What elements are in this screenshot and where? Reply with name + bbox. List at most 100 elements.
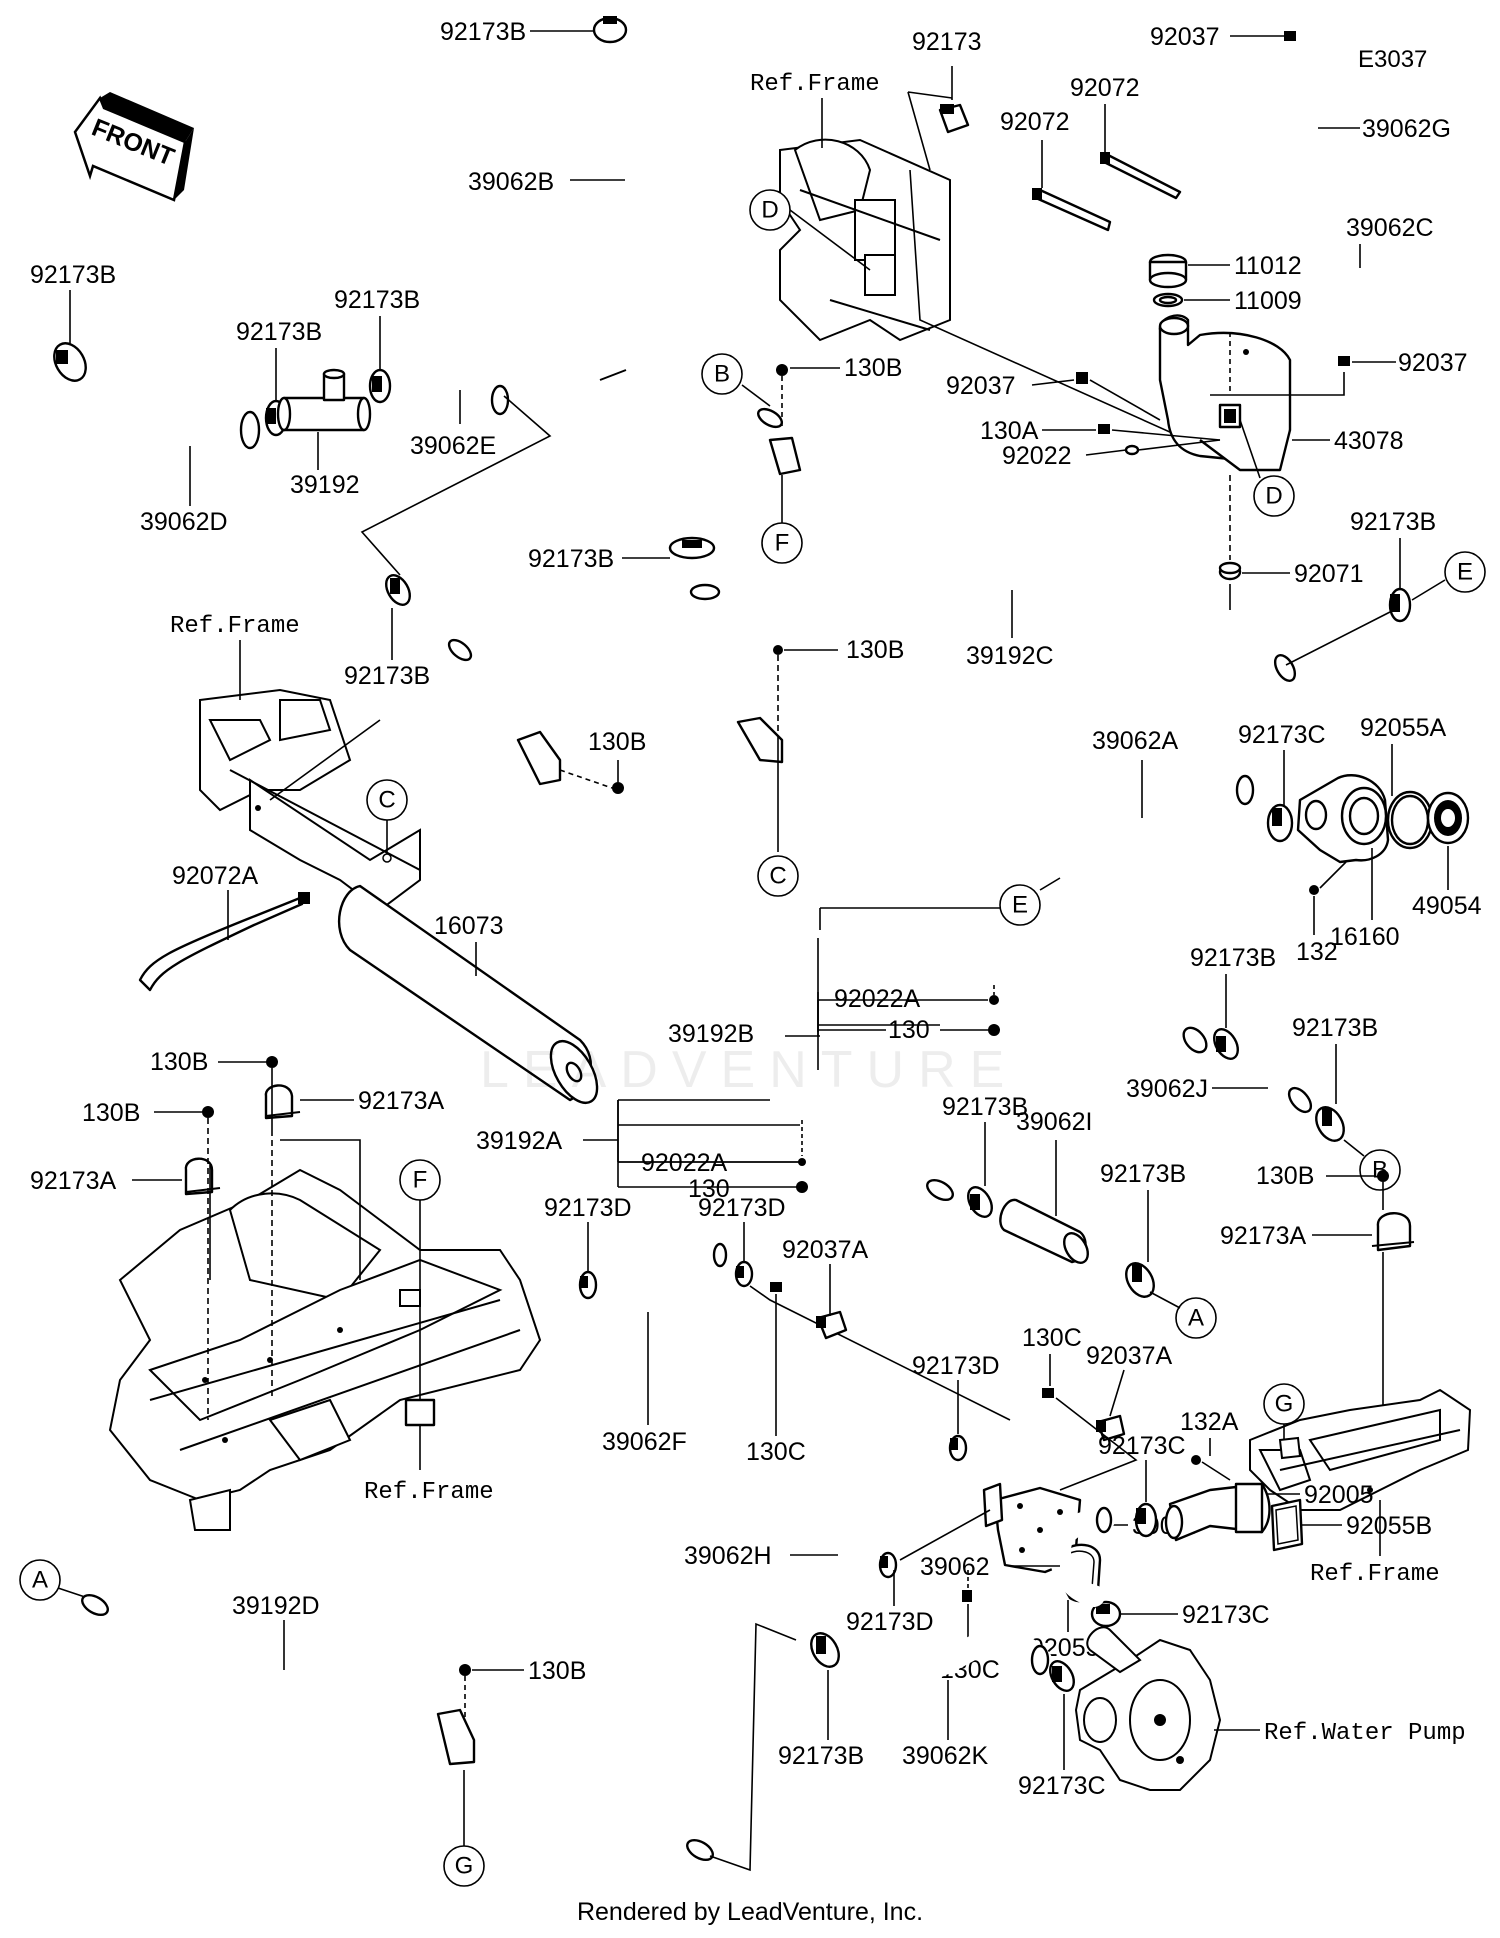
clamp-92173B-E[interactable] [1388,587,1412,623]
label-39192D: 39192D [232,1592,320,1620]
bolt-130B-right[interactable] [1377,1170,1389,1182]
hose-39062C[interactable] [1341,273,1378,353]
clamp-92173D-d[interactable] [878,1551,898,1579]
label-92037A-a: 92037A [782,1236,869,1264]
ref-frame-top [779,138,951,342]
svg-text:D: D [1265,483,1282,510]
svg-text:B: B [714,361,730,388]
svg-text:G: G [1275,1391,1294,1418]
clamp-92173B-mid[interactable] [668,536,716,560]
hose-39062A[interactable] [1047,774,1258,888]
oring-92055A[interactable] [1386,790,1434,850]
tube-39062G[interactable] [1053,38,1339,372]
washer-92022[interactable] [1124,444,1140,456]
label-130C-b: 130C [1022,1324,1082,1352]
cable-tie-92072-b[interactable] [1100,152,1182,200]
pipe-39192B[interactable] [689,582,1211,1057]
hose-39062I[interactable] [999,1198,1092,1267]
bolt-130B-mid[interactable] [773,645,783,740]
pipe-39192A[interactable] [446,636,957,1204]
label-92173C-bottom: 92173C [1018,1772,1106,1800]
label-39062B: 39062B [468,168,554,196]
thermostat-49054[interactable] [1426,791,1470,845]
clamp-92173B-left3[interactable] [368,368,392,404]
clamp-92173B-cen2[interactable] [1121,1258,1160,1301]
clamp-92173B-left[interactable] [48,338,92,387]
bolt-132A[interactable] [1191,1455,1201,1465]
clamp-92173A-left[interactable] [264,1084,301,1120]
bolt-130B-top[interactable] [776,364,788,376]
svg-text:A: A [32,1567,48,1594]
svg-text:F: F [413,1167,428,1194]
hose-39062F[interactable] [622,1237,730,1313]
label-ref-frame-left: Ref.Frame [170,613,300,640]
diagram-code: E3037 [1358,46,1428,73]
ref-frame-left [199,688,421,912]
grommet-92071[interactable] [1218,561,1242,581]
cable-tie-92072-a[interactable] [1032,188,1112,232]
clamp-92173A-right[interactable] [1371,1212,1415,1252]
bolt-130C-c[interactable] [962,1590,972,1602]
label-130B-right: 130B [1256,1162,1314,1190]
clamp-92173B-hose[interactable] [381,571,414,609]
label-92173B-cen: 92173B [942,1093,1028,1121]
reservoir-tank-43078[interactable] [1158,314,1292,472]
pipe-39192C[interactable] [755,405,1299,696]
hose-39062J[interactable] [1249,1049,1315,1116]
label-92005: 92005 [1304,1481,1374,1509]
bolt-130B-left2[interactable] [202,1106,214,1118]
pipe-39192D[interactable] [79,1591,716,1864]
housing-16160[interactable] [1296,774,1390,864]
label-39062G: 39062G [1362,115,1451,143]
hose-39062D[interactable] [92,368,268,456]
label-92173B-left2: 92173B [236,318,322,346]
hose-39062B[interactable] [563,35,703,523]
clamp-92173C-mid[interactable] [1134,1502,1158,1538]
hose-39062H[interactable] [827,1379,967,1578]
clamp-92173[interactable] [938,103,970,134]
elbow-92005[interactable] [1164,1482,1271,1542]
label-ref-frame-top: Ref.Frame [750,71,880,98]
label-92173C-b: 92173C [1182,1601,1270,1629]
clamp-92173B-right[interactable] [1209,1025,1242,1063]
label-39192B: 39192B [668,1020,754,1048]
clamp-92037-right[interactable] [1338,356,1350,366]
label-39192C: 39192C [966,642,1054,670]
hose-39062[interactable] [1049,1506,1115,1607]
seal-11009[interactable] [1152,292,1184,308]
clamp-92173B-right2[interactable] [1311,1102,1350,1145]
bolt-130B-center[interactable] [612,782,624,794]
gasket-92055B[interactable] [1270,1498,1304,1552]
bolt-132[interactable] [1309,885,1319,895]
bolt-130B-bottom[interactable] [459,1664,471,1676]
bolt-130A[interactable] [1098,424,1110,434]
fitting-39192[interactable] [276,368,372,432]
hose-39062E[interactable] [398,350,514,416]
clamp-92173C-bottom[interactable] [1045,1657,1078,1695]
cable-tie-92072A[interactable] [138,892,310,992]
clamp-92037-top[interactable] [1284,31,1296,41]
clamp-92173D-a[interactable] [578,1270,598,1300]
label-11009: 11009 [1234,287,1302,315]
label-130B-bottom: 130B [528,1657,586,1685]
svg-text:E: E [1457,559,1473,586]
callout-E-mid: E [999,884,1041,926]
bolt-130C-a[interactable] [770,1282,782,1292]
clamp-92037-mid[interactable] [1076,372,1088,384]
clamp-92173D-c[interactable] [948,1434,968,1462]
bolt-130B-left[interactable] [266,1056,278,1068]
svg-text:C: C [769,863,786,890]
clamp-92037A-a[interactable] [816,1310,848,1340]
clamp-92173A-left2[interactable] [184,1157,221,1196]
insulation-16073[interactable] [337,884,606,1110]
label-92022A-a: 92022A [641,1149,728,1177]
clamp-92173B-cen[interactable] [963,1183,996,1221]
clamp-92173C-top[interactable] [1266,803,1294,843]
bolt-130C-b[interactable] [1042,1388,1054,1398]
clamp-92173B-bottom[interactable] [806,1628,845,1671]
hose-39062K[interactable] [844,1627,1052,1689]
clamp-92173D-b[interactable] [734,1260,754,1288]
clamp-92173B-top[interactable] [592,16,628,44]
cap-11012[interactable] [1148,253,1188,289]
